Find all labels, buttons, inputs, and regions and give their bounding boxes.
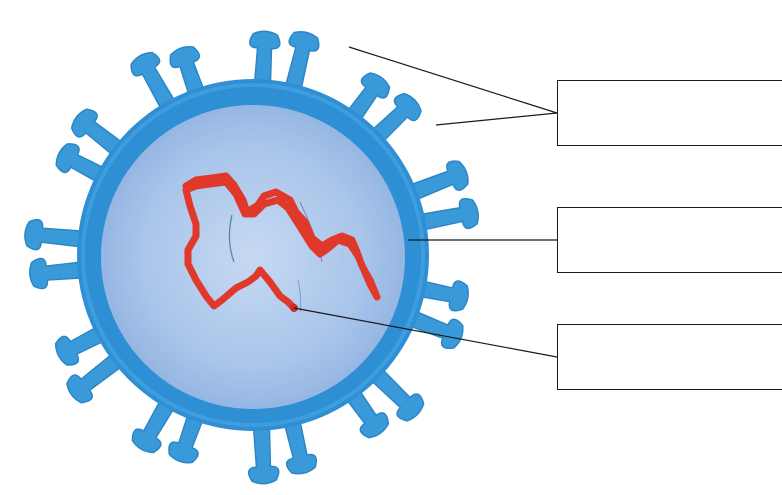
spike-protein bbox=[25, 220, 87, 250]
label-box-envelope[interactable] bbox=[557, 207, 782, 273]
leader-line-spike-b bbox=[436, 113, 557, 125]
label-box-genetic-material[interactable] bbox=[557, 324, 782, 390]
label-box-spike[interactable] bbox=[557, 80, 782, 146]
spike-protein bbox=[249, 422, 279, 483]
